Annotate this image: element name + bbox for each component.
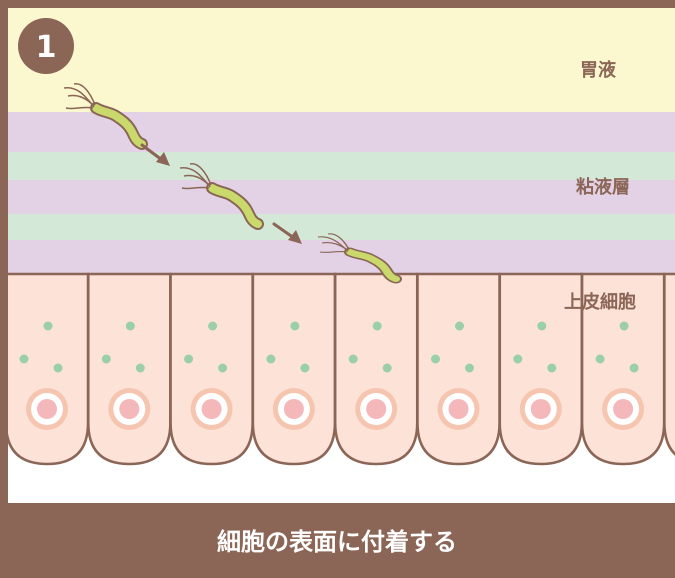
epithelial-cells [8, 272, 675, 466]
label-mucus-layer: 粘液層 [576, 176, 630, 198]
label-gastric-juice: 胃液 [580, 59, 617, 81]
caption-bar [0, 503, 675, 578]
granule-icon [465, 363, 474, 373]
granule-icon [43, 321, 53, 331]
epithelial-cell [580, 272, 666, 466]
granule-icon [619, 321, 629, 331]
granule-icon [537, 321, 547, 331]
granule-icon [19, 354, 29, 364]
step-badge-icon: 1 [18, 18, 74, 74]
epithelial-cell [169, 272, 254, 466]
granule-icon [382, 363, 392, 373]
granule-icon [266, 354, 276, 364]
granule-icon [547, 363, 557, 373]
granule-icon [125, 321, 135, 331]
arrow-icon [140, 143, 170, 166]
arrow-icon [272, 222, 302, 244]
granule-icon [431, 354, 440, 364]
caption-text: 細胞の表面に付着する [217, 528, 457, 556]
granule-icon [629, 363, 639, 373]
granule-icon [348, 354, 358, 364]
granule-icon [218, 363, 228, 373]
epithelial-cell [87, 272, 172, 466]
epithelial-cell [251, 272, 337, 466]
granule-icon [184, 354, 194, 364]
granule-icon [135, 363, 145, 373]
epithelial-cell [8, 272, 90, 466]
label-epithelial-cells: 上皮細胞 [564, 291, 636, 313]
granule-icon [455, 321, 464, 331]
epithelial-cell [498, 272, 584, 466]
granule-icon [595, 354, 605, 364]
granule-icon [208, 321, 218, 331]
granule-icon [290, 321, 300, 331]
granule-icon [53, 363, 63, 373]
epithelial-cell [333, 272, 419, 466]
granule-icon [101, 354, 111, 364]
epithelial-cell [416, 272, 501, 466]
granule-icon [372, 321, 382, 331]
granule-icon [513, 354, 523, 364]
granule-icon [300, 363, 310, 373]
mucus-layer [8, 112, 675, 274]
step-number: 1 [36, 30, 57, 65]
gastric-juice-layer [8, 8, 675, 112]
epithelial-cell [663, 272, 675, 456]
